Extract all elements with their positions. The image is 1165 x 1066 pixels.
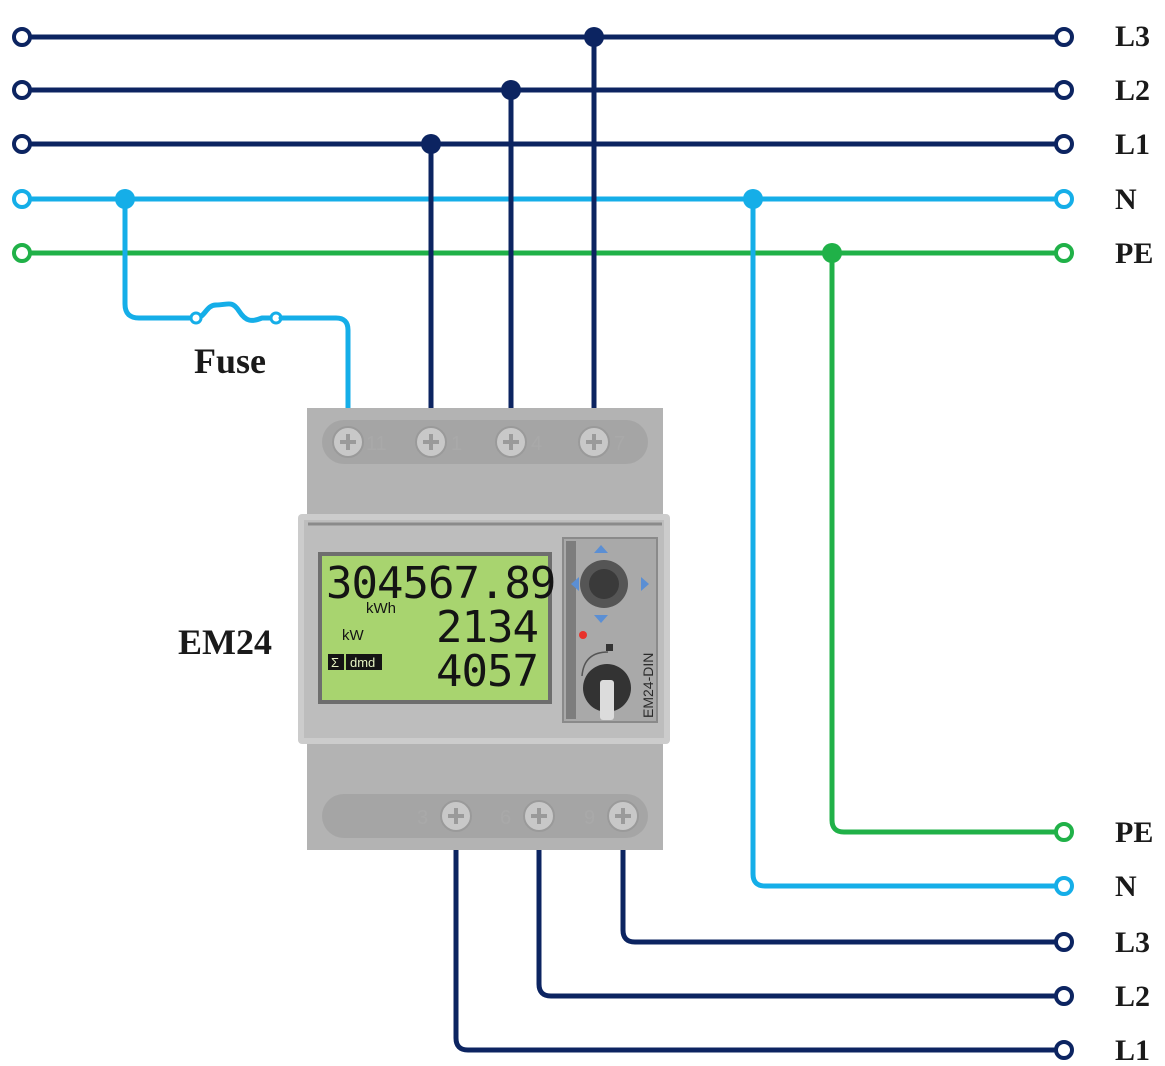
lcd-sigma-tag: Σ	[331, 655, 339, 670]
terminal-number: 7	[614, 433, 625, 455]
terminal-circle	[12, 243, 32, 263]
em24-meter: 11 1 4 7 3 6 9 304567.	[298, 408, 670, 850]
lcd-demand-value: 4057	[436, 646, 538, 697]
joystick-up-arrow[interactable]	[594, 545, 608, 553]
joystick-right-arrow[interactable]	[641, 577, 649, 591]
lock-icon	[606, 644, 613, 651]
top-terminal-strip	[322, 420, 648, 464]
junction-dots	[115, 27, 842, 263]
lcd-dmd-tag: dmd	[350, 655, 375, 670]
terminal-circle	[1054, 1040, 1074, 1060]
terminal-number: 11	[366, 433, 387, 455]
terminal-circle	[12, 27, 32, 47]
terminal-circle	[1054, 189, 1074, 209]
wire-pe-pass-through	[829, 250, 1065, 835]
joystick-left-arrow[interactable]	[571, 577, 579, 591]
terminal-screw	[523, 800, 555, 832]
model-label: EM24-DIN	[640, 653, 656, 718]
terminal-screw	[332, 426, 364, 458]
terminal-circle	[12, 80, 32, 100]
lcd-dmd-box	[346, 654, 382, 670]
lcd-energy-value: 304567.89	[326, 558, 555, 609]
bus-label-bottom: N	[1115, 870, 1137, 903]
terminal-number: 9	[584, 807, 595, 829]
lcd-power-value: 2134	[436, 602, 538, 653]
junction-dot	[501, 80, 521, 100]
junction-dot	[584, 27, 604, 47]
junction-dot	[822, 243, 842, 263]
terminal-circle	[1054, 134, 1074, 154]
joystick[interactable]	[571, 545, 649, 623]
joystick-down-arrow[interactable]	[594, 615, 608, 623]
wire-l2-out	[536, 827, 1065, 999]
device-label: EM24	[178, 622, 272, 662]
junction-dot	[421, 134, 441, 154]
fuse-label: Fuse	[194, 341, 266, 381]
terminal-number: 6	[500, 807, 511, 829]
bus-label-top: L1	[1115, 128, 1150, 161]
terminal-circle	[1054, 80, 1074, 100]
bottom-terminal-strip	[322, 794, 648, 838]
top-busbars	[12, 27, 1074, 263]
terminal-screw	[578, 426, 610, 458]
lcd-screen	[322, 556, 548, 700]
bus-label-top: N	[1115, 183, 1137, 216]
terminal-number: 1	[451, 433, 462, 455]
dial-scale-arc	[581, 651, 609, 677]
wire-l3-out	[620, 827, 1065, 945]
fuse-contact	[189, 311, 203, 325]
bus-label-bottom: PE	[1115, 816, 1153, 849]
bus-label-top: L3	[1115, 20, 1150, 53]
bus-labels-bottom: PE N L3 L2 L1	[1115, 816, 1153, 1066]
status-led	[579, 631, 587, 639]
bus-label-top: PE	[1115, 237, 1153, 270]
outgoing-wires	[453, 196, 1074, 1060]
lcd-power-unit: kW	[342, 627, 365, 644]
bus-label-bottom: L2	[1115, 980, 1150, 1013]
bus-labels-top: L3 L2 L1 N PE	[1115, 20, 1153, 270]
selector-dial-pointer[interactable]	[600, 680, 614, 720]
terminal-circle	[1054, 986, 1074, 1006]
terminal-screw	[495, 426, 527, 458]
terminal-number: 4	[531, 433, 542, 455]
control-panel-strip	[566, 541, 576, 719]
terminal-circle	[1054, 822, 1074, 842]
wire-l1-out	[453, 827, 1065, 1053]
top-terminals: 11 1 4 7	[332, 426, 625, 458]
terminal-circle	[12, 189, 32, 209]
wire-n-pass-through	[750, 196, 1065, 889]
terminal-circle	[1054, 27, 1074, 47]
terminal-number: 3	[417, 807, 428, 829]
terminal-circle	[12, 134, 32, 154]
terminal-screw	[607, 800, 639, 832]
bus-label-bottom: L1	[1115, 1034, 1150, 1066]
terminal-circle	[1054, 932, 1074, 952]
bottom-terminals: 3 6 9	[417, 800, 639, 832]
lcd-energy-unit: kWh	[366, 600, 396, 617]
terminal-screw	[415, 426, 447, 458]
junction-dot	[743, 189, 763, 209]
wire-n-to-fuse	[122, 196, 199, 321]
terminal-circle	[1054, 243, 1074, 263]
terminal-circle	[1054, 876, 1074, 896]
lcd-sigma-box	[328, 654, 344, 670]
terminal-screw	[440, 800, 472, 832]
junction-dot	[115, 189, 135, 209]
wire-fuse-to-terminal-11	[278, 315, 351, 423]
bus-label-top: L2	[1115, 74, 1150, 107]
selector-dial[interactable]	[583, 664, 631, 720]
joystick-knob-inner[interactable]	[589, 569, 619, 599]
meter-supply-wires	[122, 34, 597, 423]
fuse-symbol	[193, 301, 279, 323]
bus-label-bottom: L3	[1115, 926, 1150, 959]
